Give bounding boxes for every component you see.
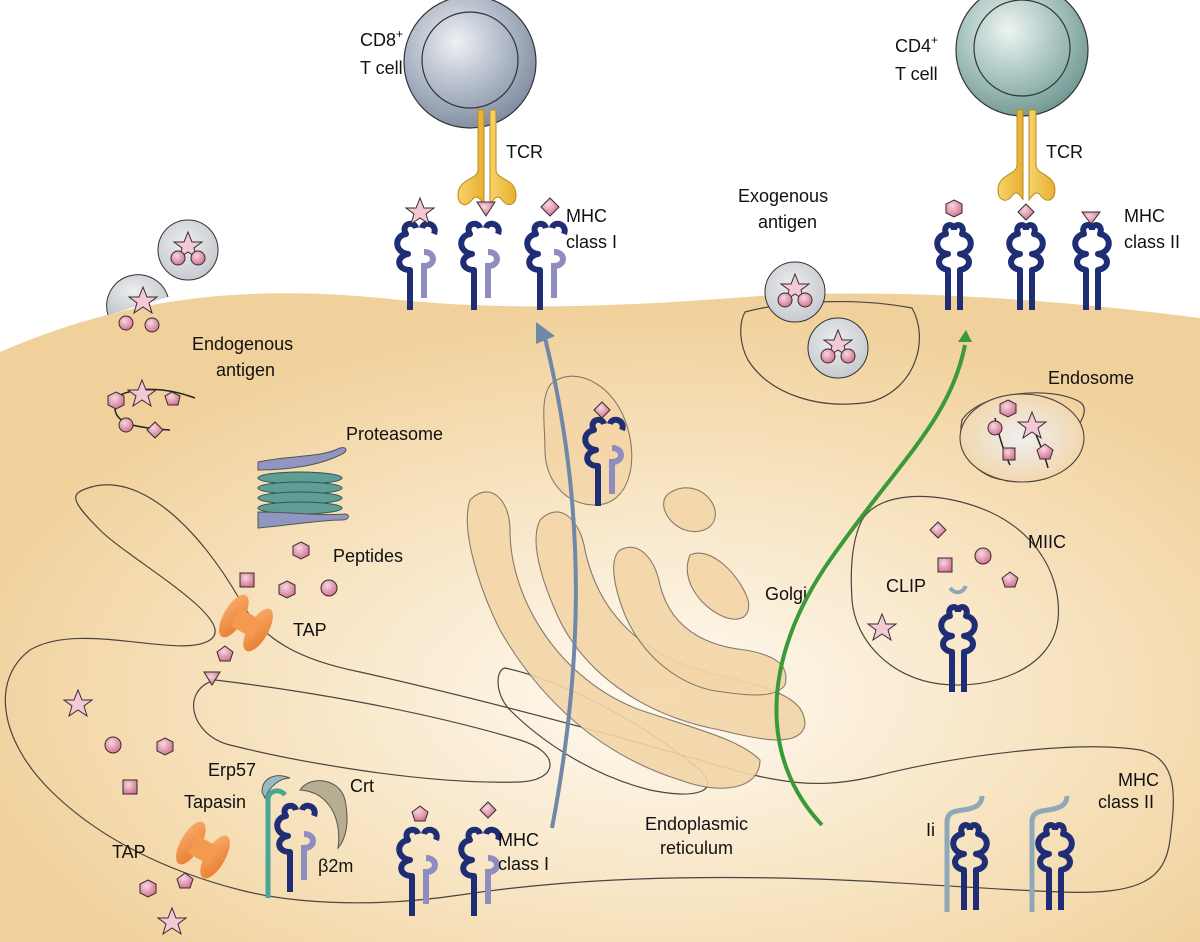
label-tcr-left: TCR: [506, 142, 543, 162]
peptide-pentagon: [411, 805, 429, 822]
label-peptides: Peptides: [333, 546, 403, 566]
endocytic-vesicle: [740, 300, 920, 405]
peptide-diamond: [540, 197, 560, 217]
mhc-class-i-pathway-arrow: [543, 337, 578, 829]
label-endoplasmic-reticulum: Endoplasmic: [645, 814, 748, 834]
invariant-chain-1: [944, 795, 985, 912]
label-beta2m: β2m: [318, 856, 353, 876]
peptide-square: [937, 557, 953, 573]
label-exogenous-antigen: Exogenous: [738, 186, 828, 206]
peptide-star: [156, 906, 188, 936]
tcr-cd4: [997, 109, 1056, 202]
label-clip: CLIP: [886, 576, 926, 596]
label-mhc-class-i-er: MHC: [498, 830, 539, 850]
arrowhead-class-i: [536, 322, 555, 344]
peptide-circle: [104, 736, 122, 754]
label-endosome: Endosome: [1048, 368, 1134, 388]
endogenous-protein-chain: [107, 378, 196, 439]
peptide-pentagon: [1001, 571, 1019, 588]
peptide-triangle: [203, 671, 221, 686]
label-mhc-class-i-surface: MHC: [566, 206, 607, 226]
peptide-hexagon: [292, 541, 310, 560]
label-cd8-t-cell-line2: T cell: [360, 58, 403, 78]
tap-transporter-upper: [219, 594, 273, 652]
tapasin: [265, 788, 288, 898]
label-mhc-class-ii-surface-line2: class II: [1124, 232, 1180, 252]
peptide-circle: [320, 579, 338, 597]
miic-compartment: [850, 495, 1060, 686]
label-ii: Ii: [926, 820, 935, 840]
peptide-star: [866, 612, 898, 642]
label-exogenous-antigen-line2: antigen: [758, 212, 817, 232]
label-mhc-class-i-surface-line2: class I: [566, 232, 617, 252]
label-golgi: Golgi: [765, 584, 807, 604]
peptide-diamond: [1017, 203, 1035, 221]
label-tap-upper: TAP: [293, 620, 327, 640]
label-cd4-t-cell-line2: T cell: [895, 64, 938, 84]
label-proteasome: Proteasome: [346, 424, 443, 444]
peptide-diamond: [479, 801, 497, 819]
mhc-class-i-surface-2: [461, 224, 498, 310]
virus-exogenous-2: [807, 317, 869, 379]
tap-transporter-lower: [176, 821, 230, 879]
peptide-pentagon: [216, 645, 234, 662]
label-tap-lower: TAP: [112, 842, 146, 862]
arrowhead-class-ii: [958, 330, 972, 342]
peptide-diamond: [593, 401, 611, 419]
mhc-class-i-surface-3: [527, 224, 564, 310]
endoplasmic-reticulum: [4, 484, 1174, 904]
peptide-square: [122, 779, 138, 795]
label-mhc-class-i-er-line2: class I: [498, 854, 549, 874]
peptide-square: [239, 572, 255, 588]
mhc-class-ii-pathway-arrow: [774, 344, 967, 827]
mhc-class-ii-surface-3: [1075, 225, 1109, 310]
peptide-diamond: [929, 521, 947, 539]
peptide-pentagon: [176, 872, 194, 889]
label-tapasin: Tapasin: [184, 792, 246, 812]
label-erp57: Erp57: [208, 760, 256, 780]
label-crt: Crt: [350, 776, 374, 796]
peptide-star: [404, 196, 436, 226]
proteasome: [257, 447, 349, 529]
label-cd4-t-cell: CD4+: [895, 33, 938, 56]
label-cd8-t-cell: CD8+: [360, 27, 403, 50]
label-mhc-class-ii-er-line2: class II: [1098, 792, 1154, 812]
clip-peptide: [948, 584, 968, 595]
endosome-peptide-chain: [987, 399, 1054, 469]
label-endogenous-antigen: Endogenous: [192, 334, 293, 354]
peptide-circle: [974, 547, 992, 565]
label-mhc-class-ii-er: MHC: [1118, 770, 1159, 790]
label-endoplasmic-reticulum-line2: reticulum: [660, 838, 733, 858]
peptide-hexagon: [945, 199, 963, 218]
label-miic: MIIC: [1028, 532, 1066, 552]
endosome-body: [959, 393, 1085, 483]
calreticulin: [299, 780, 348, 850]
cd4-t-cell: [955, 0, 1089, 117]
label-endogenous-antigen-line2: antigen: [216, 360, 275, 380]
mhc-class-ii-surface-2: [1009, 225, 1043, 310]
virus-endogenous-1: [157, 219, 219, 281]
virus-endogenous-2: [106, 274, 169, 333]
mhc-class-i-surface-1: [397, 224, 434, 310]
peptide-star: [62, 688, 94, 718]
tcr-cd8: [457, 109, 517, 207]
cd8-t-cell: [403, 0, 537, 129]
peptide-hexagon: [278, 580, 296, 599]
peptide-triangle: [1081, 211, 1101, 225]
label-tcr-right: TCR: [1046, 142, 1083, 162]
virus-exogenous-1: [764, 261, 826, 323]
label-mhc-class-ii-surface: MHC: [1124, 206, 1165, 226]
peptide-hexagon: [156, 737, 174, 756]
peptide-hexagon: [139, 879, 157, 898]
peptide-triangle: [476, 201, 496, 217]
invariant-chain-2: [1029, 795, 1070, 912]
er-inner-lumen: [193, 679, 551, 783]
